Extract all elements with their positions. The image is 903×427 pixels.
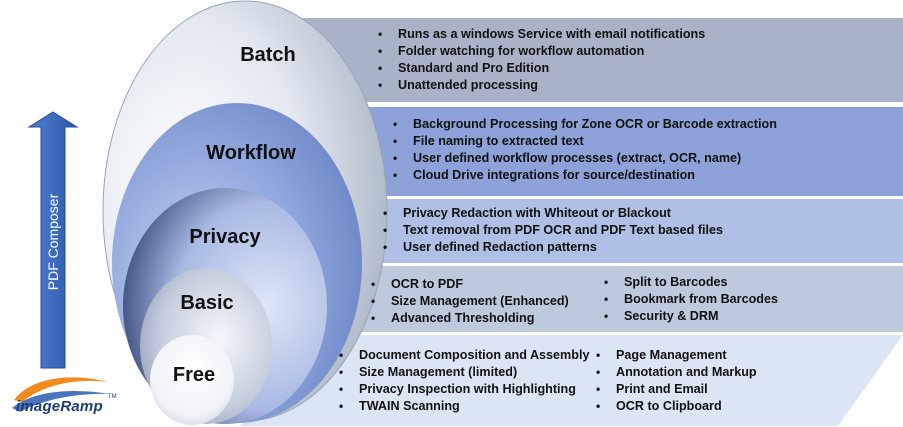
list-item: OCR to Clipboard — [594, 398, 757, 415]
logo: imageRamp — [16, 398, 103, 415]
privacy-label: Privacy — [189, 226, 261, 248]
list-item: Standard and Pro Edition — [376, 60, 705, 77]
list-item: User defined Redaction patterns — [381, 239, 723, 256]
list-item: Security & DRM — [602, 308, 778, 325]
pdf-composer-label: PDF Composer — [45, 193, 61, 291]
list-item: Print and Email — [594, 381, 757, 398]
list-item: Page Management — [594, 347, 757, 364]
list-item: Privacy Redaction with Whiteout or Black… — [381, 205, 723, 222]
list-item: OCR to PDF — [369, 276, 569, 293]
list-item: File naming to extracted text — [391, 133, 777, 150]
list-item: Bookmark from Barcodes — [602, 291, 778, 308]
list-item: Split to Barcodes — [602, 274, 778, 291]
privacy-features: Privacy Redaction with Whiteout or Black… — [381, 205, 723, 256]
list-item: Runs as a windows Service with email not… — [376, 26, 705, 43]
list-item: Advanced Thresholding — [369, 310, 569, 327]
basic-features-left: OCR to PDF Size Management (Enhanced) Ad… — [369, 276, 569, 327]
list-item: Size Management (Enhanced) — [369, 293, 569, 310]
list-item: Folder watching for workflow automation — [376, 43, 705, 60]
list-item: Text removal from PDF OCR and PDF Text b… — [381, 222, 723, 239]
basic-label: Basic — [180, 292, 234, 314]
logo-swoosh-icon — [14, 377, 108, 402]
free-label: Free — [172, 364, 216, 386]
list-item: Cloud Drive integrations for source/dest… — [391, 167, 777, 184]
batch-features: Runs as a windows Service with email not… — [376, 26, 705, 94]
up-arrow-icon — [27, 111, 79, 369]
free-features-right: Page Management Annotation and Markup Pr… — [594, 347, 757, 415]
logo-trademark: TM — [108, 394, 117, 400]
list-item: Size Management (limited) — [337, 364, 589, 381]
batch-label: Batch — [240, 44, 296, 66]
list-item: Document Composition and Assembly — [337, 347, 589, 364]
list-item: Background Processing for Zone OCR or Ba… — [391, 116, 777, 133]
free-ellipse — [150, 335, 234, 425]
list-item: Unattended processing — [376, 77, 705, 94]
list-item: TWAIN Scanning — [337, 398, 589, 415]
list-item: Privacy Inspection with Highlighting — [337, 381, 589, 398]
free-features-left: Document Composition and Assembly Size M… — [337, 347, 589, 415]
logo-swoosh-icon-2 — [12, 390, 110, 412]
workflow-features: Background Processing for Zone OCR or Ba… — [391, 116, 777, 184]
list-item: Annotation and Markup — [594, 364, 757, 381]
basic-features-right: Split to Barcodes Bookmark from Barcodes… — [602, 274, 778, 325]
workflow-label: Workflow — [206, 142, 296, 164]
list-item: User defined workflow processes (extract… — [391, 150, 777, 167]
